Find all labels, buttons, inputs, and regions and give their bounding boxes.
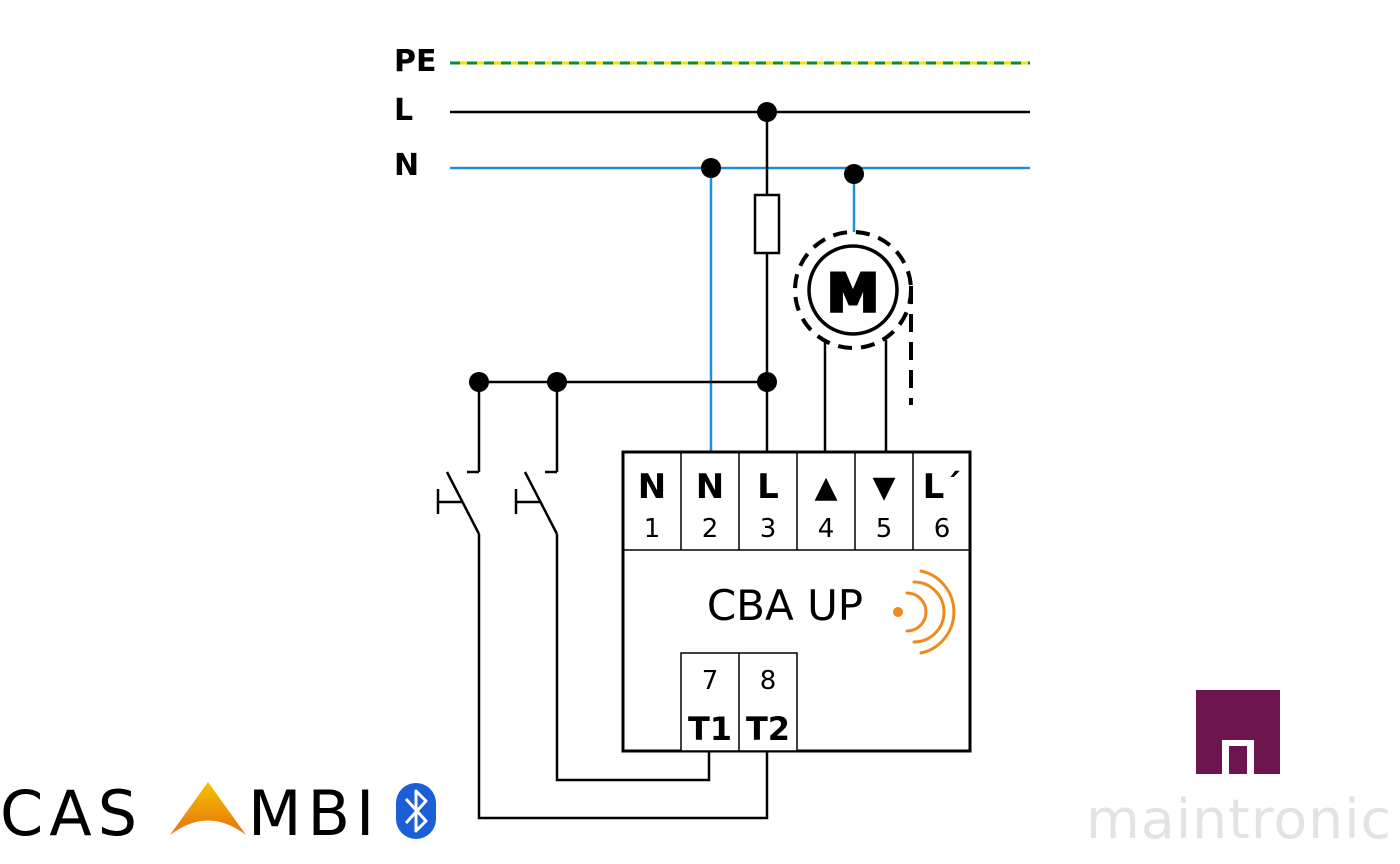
- pe-label: PE: [394, 44, 436, 79]
- motor-circle: [807, 244, 899, 336]
- device-name: CBA UP: [707, 581, 863, 630]
- junction-dot: [757, 102, 777, 122]
- cba-up-device: N 1 N 2 L 3 ▲ 4 ▼ 5 L´ 6 CBA UP 7 T1 8 T…: [621, 450, 972, 753]
- terminal-8-letter: T2: [746, 710, 790, 748]
- casambi-logo: CAS MBI: [0, 777, 436, 850]
- terminal-6-number: 6: [934, 514, 951, 544]
- terminal-5-down-arrow-icon: ▼: [872, 470, 895, 505]
- maintronic-mark: [1196, 690, 1280, 774]
- casambi-text-prefix: CAS: [0, 777, 143, 850]
- motor: M: [793, 230, 913, 350]
- junction-dot: [547, 372, 567, 392]
- terminal-3-number: 3: [760, 514, 777, 544]
- push-button-2: [514, 382, 711, 782]
- terminal-6-letter: L´: [923, 467, 962, 507]
- casambi-a-mark: [170, 782, 246, 835]
- terminal-4-number: 4: [818, 514, 835, 544]
- junction-dot: [469, 372, 489, 392]
- l-label: L: [394, 93, 413, 128]
- terminal-7-letter: T1: [688, 710, 732, 748]
- wireless-signal-icon: [893, 569, 956, 655]
- terminal-5-number: 5: [876, 514, 893, 544]
- terminal-1-number: 1: [644, 514, 661, 544]
- junction-dot: [757, 372, 777, 392]
- motor-symbol: M: [827, 264, 879, 324]
- terminal-1-letter: N: [638, 467, 666, 507]
- n-label: N: [394, 148, 419, 183]
- terminal-4-up-arrow-icon: ▲: [814, 470, 837, 505]
- terminal-2-letter: N: [696, 467, 724, 507]
- bluetooth-icon: [396, 783, 436, 839]
- fuse: [753, 193, 781, 255]
- push-button-1: [436, 382, 769, 820]
- terminal-8-number: 8: [760, 666, 777, 696]
- terminal-3-letter: L: [757, 467, 779, 507]
- junction-dot: [701, 158, 721, 178]
- maintronic-logo: maintronic: [1086, 690, 1392, 851]
- casambi-text-suffix: MBI: [248, 777, 380, 850]
- terminal-2-number: 2: [702, 514, 719, 544]
- junction-dot: [844, 164, 864, 184]
- terminal-7-number: 7: [702, 666, 719, 696]
- maintronic-text: maintronic: [1086, 788, 1392, 851]
